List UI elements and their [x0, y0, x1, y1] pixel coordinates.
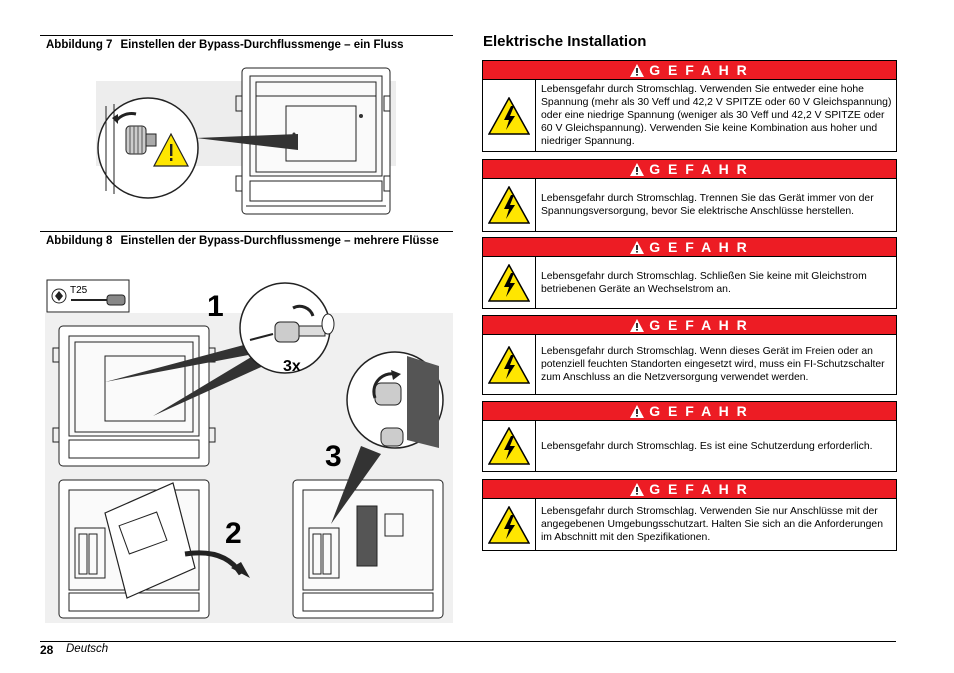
- warning-triangle-icon: [630, 318, 645, 332]
- warning-header-text: G E F A H R: [649, 161, 749, 177]
- figure7-illustration: [96, 66, 396, 216]
- warning-header-text: G E F A H R: [649, 317, 749, 333]
- warning-triangle-icon: [630, 63, 645, 77]
- warning-header-text: G E F A H R: [649, 481, 749, 497]
- count-label: 3x: [283, 358, 301, 375]
- electric-shock-icon: [483, 257, 536, 308]
- warning-header-text: G E F A H R: [649, 239, 749, 255]
- warning-text: Lebensgefahr durch Stromschlag. Es ist e…: [541, 440, 873, 452]
- figure8-rule: [40, 231, 453, 232]
- warning-box-2: G E F A H R Lebensgefahr durch Stromschl…: [482, 159, 897, 232]
- warning-text: Lebensgefahr durch Stromschlag. Verwende…: [541, 84, 892, 147]
- step3-label: 3: [325, 440, 342, 473]
- footer-rule: [40, 641, 896, 642]
- figure7-caption: Abbildung 7 Einstellen der Bypass-Durchfl…: [46, 38, 451, 52]
- warning-text: Lebensgefahr durch Stromschlag. Trennen …: [541, 193, 874, 217]
- step1-label: 1: [207, 290, 224, 323]
- electric-shock-icon: [483, 421, 536, 471]
- electric-shock-icon: [483, 179, 536, 231]
- warning-triangle-icon: [630, 162, 645, 176]
- warning-header: G E F A H R: [483, 480, 896, 499]
- electric-shock-icon: [483, 80, 536, 151]
- step2-label: 2: [225, 517, 242, 550]
- figure7-label: Abbildung 7: [46, 39, 113, 51]
- section-title: Elektrische Installation: [483, 33, 647, 50]
- warning-text: Lebensgefahr durch Stromschlag. Verwende…: [541, 506, 883, 543]
- figure7-title: Einstellen der Bypass-Durchflussmenge – …: [120, 39, 404, 51]
- warning-header: G E F A H R: [483, 238, 896, 257]
- electric-shock-icon: [483, 499, 536, 550]
- warning-triangle-icon: [630, 240, 645, 254]
- warning-box-1: G E F A H R Lebensgefahr durch Stromschl…: [482, 60, 897, 152]
- footer-language: Deutsch: [66, 643, 109, 655]
- top-rule-left: [40, 35, 453, 36]
- warning-header: G E F A H R: [483, 61, 896, 80]
- warning-text: Lebensgefahr durch Stromschlag. Wenn die…: [541, 346, 885, 383]
- warning-box-4: G E F A H R Lebensgefahr durch Stromschl…: [482, 315, 897, 395]
- warning-header: G E F A H R: [483, 316, 896, 335]
- warning-header: G E F A H R: [483, 160, 896, 179]
- warning-triangle-icon: [630, 482, 645, 496]
- figure8-label: Abbildung 8: [46, 235, 113, 247]
- warning-triangle-icon: [630, 404, 645, 418]
- warning-header-text: G E F A H R: [649, 62, 749, 78]
- warning-text: Lebensgefahr durch Stromschlag. Schließe…: [541, 270, 867, 295]
- tool-label: T25: [70, 285, 88, 296]
- warning-box-3: G E F A H R Lebensgefahr durch Stromschl…: [482, 237, 897, 309]
- warning-box-5: G E F A H R Lebensgefahr durch Stromschl…: [482, 401, 897, 472]
- figure8-illustration: T25 3x 1: [45, 278, 453, 623]
- figure8-title: Einstellen der Bypass-Durchflussmenge – …: [120, 235, 439, 247]
- warning-header-text: G E F A H R: [649, 403, 749, 419]
- warning-header: G E F A H R: [483, 402, 896, 421]
- warning-box-6: G E F A H R Lebensgefahr durch Stromschl…: [482, 479, 897, 551]
- page-number: 28: [40, 643, 54, 657]
- electric-shock-icon: [483, 335, 536, 394]
- figure8-caption: Abbildung 8 Einstellen der Bypass-Durchfl…: [46, 234, 446, 248]
